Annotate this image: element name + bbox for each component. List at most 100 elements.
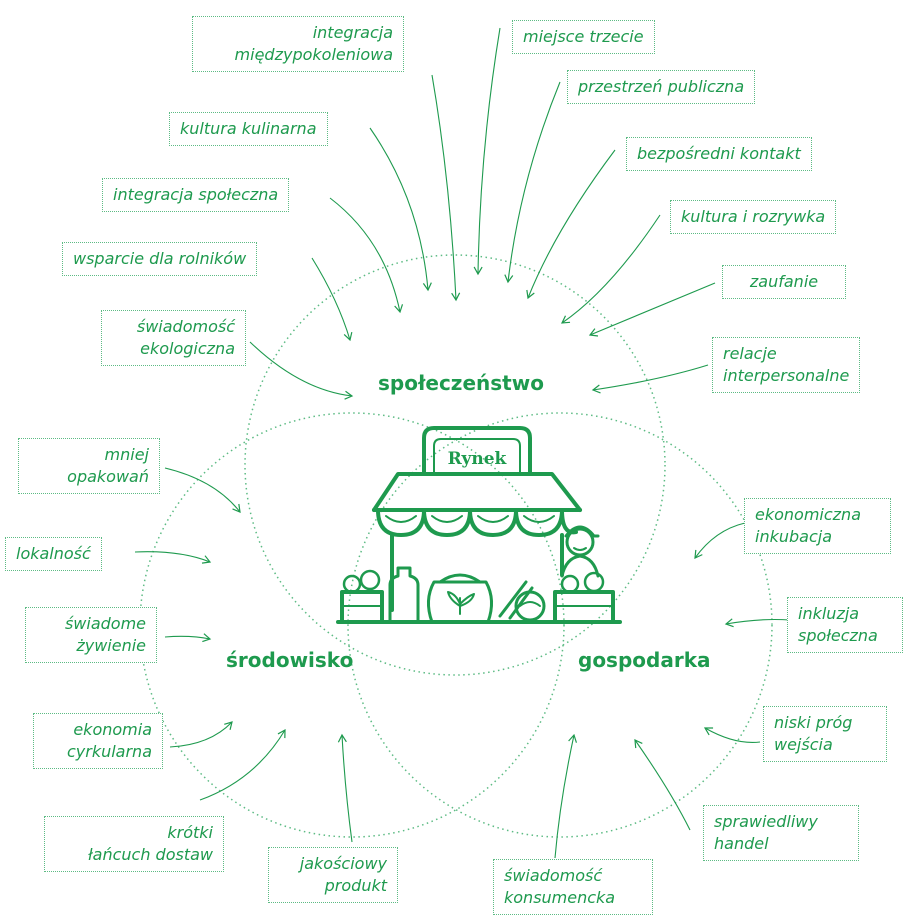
- label-line: handel: [714, 834, 769, 853]
- label-relacje-interpersonalne: relacje interpersonalne: [712, 337, 861, 393]
- arrow-ekonomia-cyrkularna: [169, 721, 233, 748]
- vendor-cap: [564, 525, 600, 538]
- stall-awning-inner: [385, 515, 555, 523]
- arrows: [134, 27, 791, 859]
- label-kultura-i-rozrywka: kultura i rozrywka: [670, 200, 837, 234]
- arrow-swiadomosc-ekologiczna: [249, 341, 354, 400]
- label-line: sprawiedliwy: [714, 812, 818, 831]
- sack-leaf: [447, 591, 475, 615]
- label-line: ekonomiczna: [755, 505, 861, 524]
- label-line: przestrzeń publiczna: [578, 77, 745, 96]
- label-line: krótki: [167, 823, 213, 842]
- label-line: kultura kulinarna: [180, 119, 317, 138]
- arrow-przestrzen-publiczna: [504, 81, 561, 284]
- arrow-mniej-opakowan: [164, 467, 241, 513]
- label-mniej-opakowan: mniej opakowań: [18, 438, 160, 494]
- label-ekonomiczna-inkubacja: ekonomiczna inkubacja: [744, 498, 891, 554]
- stall-awning: [376, 508, 578, 537]
- label-integracja-miedzypokoleniowa: integracja międzypokoleniowa: [192, 16, 404, 72]
- label-line: mniej: [104, 445, 149, 464]
- arrow-ekonomiczna-inkubacja: [694, 522, 746, 559]
- label-line: jakościowy: [299, 854, 387, 873]
- vendor-head: [565, 527, 595, 557]
- label-line: niski próg: [774, 713, 853, 732]
- label-integracja-spoleczna: integracja społeczna: [102, 178, 290, 212]
- label-line: konsumencka: [504, 888, 616, 907]
- circle-environment: [139, 412, 565, 838]
- label-jakosciowy-produkt: jakościowy produkt: [268, 847, 398, 903]
- label-line: integracja: [312, 23, 393, 42]
- cabbage: [514, 590, 546, 622]
- crate-right-veg-1: [560, 574, 580, 594]
- label-lokalnosc: lokalność: [5, 537, 102, 571]
- arrow-lokalnosc: [134, 551, 212, 564]
- arrow-relacje-interpersonalne: [591, 364, 709, 394]
- arrow-sprawiedliwy-handel: [634, 739, 691, 831]
- arrow-zaufanie: [588, 282, 716, 337]
- label-line: relacje: [723, 344, 777, 363]
- circle-economy: [347, 412, 773, 838]
- market-stall-illustration: [336, 426, 622, 624]
- label-sprawiedliwy-handel: sprawiedliwy handel: [703, 805, 859, 861]
- label-line: miejsce trzecie: [523, 27, 644, 46]
- label-line: cyrkularna: [66, 742, 152, 761]
- label-line: społeczna: [798, 626, 878, 645]
- label-line: inkubacja: [755, 527, 832, 546]
- category-environment: środowisko: [226, 648, 354, 672]
- arrow-swiadomosc-konsumencka: [554, 733, 578, 859]
- arrow-jakosciowy-produkt: [337, 733, 353, 843]
- market-sign-text: Rynek: [448, 449, 508, 469]
- label-swiadomosc-ekologiczna: świadomość ekologiczna: [101, 310, 246, 366]
- category-society: społeczeństwo: [378, 371, 544, 395]
- arrow-krotki-lancuch-dostaw: [199, 728, 286, 801]
- label-line: bezpośredni kontakt: [637, 144, 801, 163]
- label-line: lokalność: [16, 544, 91, 563]
- arrow-inkluzja-spoleczna: [724, 618, 791, 628]
- stall-sign: [422, 426, 532, 476]
- milk-can: [388, 566, 420, 624]
- label-line: kultura i rozrywka: [681, 207, 826, 226]
- label-wsparcie-dla-rolnikow: wsparcie dla rolników: [62, 242, 258, 276]
- crate-right-veg-2: [583, 571, 605, 593]
- arrow-integracja-spoleczna: [329, 197, 404, 314]
- label-miejsce-trzecie: miejsce trzecie: [512, 20, 655, 54]
- label-line: świadome: [64, 614, 146, 633]
- label-line: świadomość: [504, 866, 603, 885]
- label-line: wsparcie dla rolników: [73, 249, 247, 268]
- stall-sign-inner: [433, 438, 521, 475]
- circle-society: [244, 254, 666, 676]
- arrow-miejsce-trzecie: [473, 27, 501, 276]
- label-line: międzypokoleniowa: [234, 45, 393, 64]
- label-zaufanie: zaufanie: [722, 265, 846, 299]
- label-kultura-kulinarna: kultura kulinarna: [169, 112, 328, 146]
- crate-left-veg-1: [342, 574, 362, 594]
- label-swiadomosc-konsumencka: świadomość konsumencka: [493, 859, 653, 915]
- label-niski-prog-wejscia: niski próg wejścia: [763, 706, 887, 762]
- label-przestrzen-publiczna: przestrzeń publiczna: [567, 70, 756, 104]
- label-line: wejścia: [774, 735, 833, 754]
- label-line: inkluzja: [798, 604, 860, 623]
- vendor-mustache: [573, 547, 587, 551]
- stall-roof: [372, 472, 582, 512]
- label-line: produkt: [324, 876, 387, 895]
- label-line: ekologiczna: [140, 339, 235, 358]
- label-line: łańcuch dostaw: [88, 845, 213, 864]
- label-line: interpersonalne: [723, 366, 850, 385]
- arrow-kultura-kulinarna: [369, 127, 432, 292]
- vendor-body: [560, 554, 600, 578]
- label-bezposredni-kontakt: bezpośredni kontakt: [626, 137, 812, 171]
- arrow-swiadome-zywienie: [164, 633, 212, 643]
- label-inkluzja-spoleczna: inkluzja społeczna: [787, 597, 903, 653]
- label-line: żywienie: [76, 636, 146, 655]
- label-ekonomia-cyrkularna: ekonomia cyrkularna: [33, 713, 163, 769]
- category-economy: gospodarka: [578, 648, 711, 672]
- label-line: ekonomia: [73, 720, 152, 739]
- produce-sack: [427, 580, 493, 624]
- arrow-kultura-i-rozrywka: [561, 214, 661, 324]
- label-krotki-lancuch-dostaw: krótki łańcuch dostaw: [44, 816, 224, 872]
- arrow-wsparcie-dla-rolnikow: [311, 257, 353, 342]
- arrow-niski-prog-wejscia: [703, 727, 761, 743]
- label-line: świadomość: [136, 317, 235, 336]
- arrow-integracja-miedzypokoleniowa: [431, 74, 461, 302]
